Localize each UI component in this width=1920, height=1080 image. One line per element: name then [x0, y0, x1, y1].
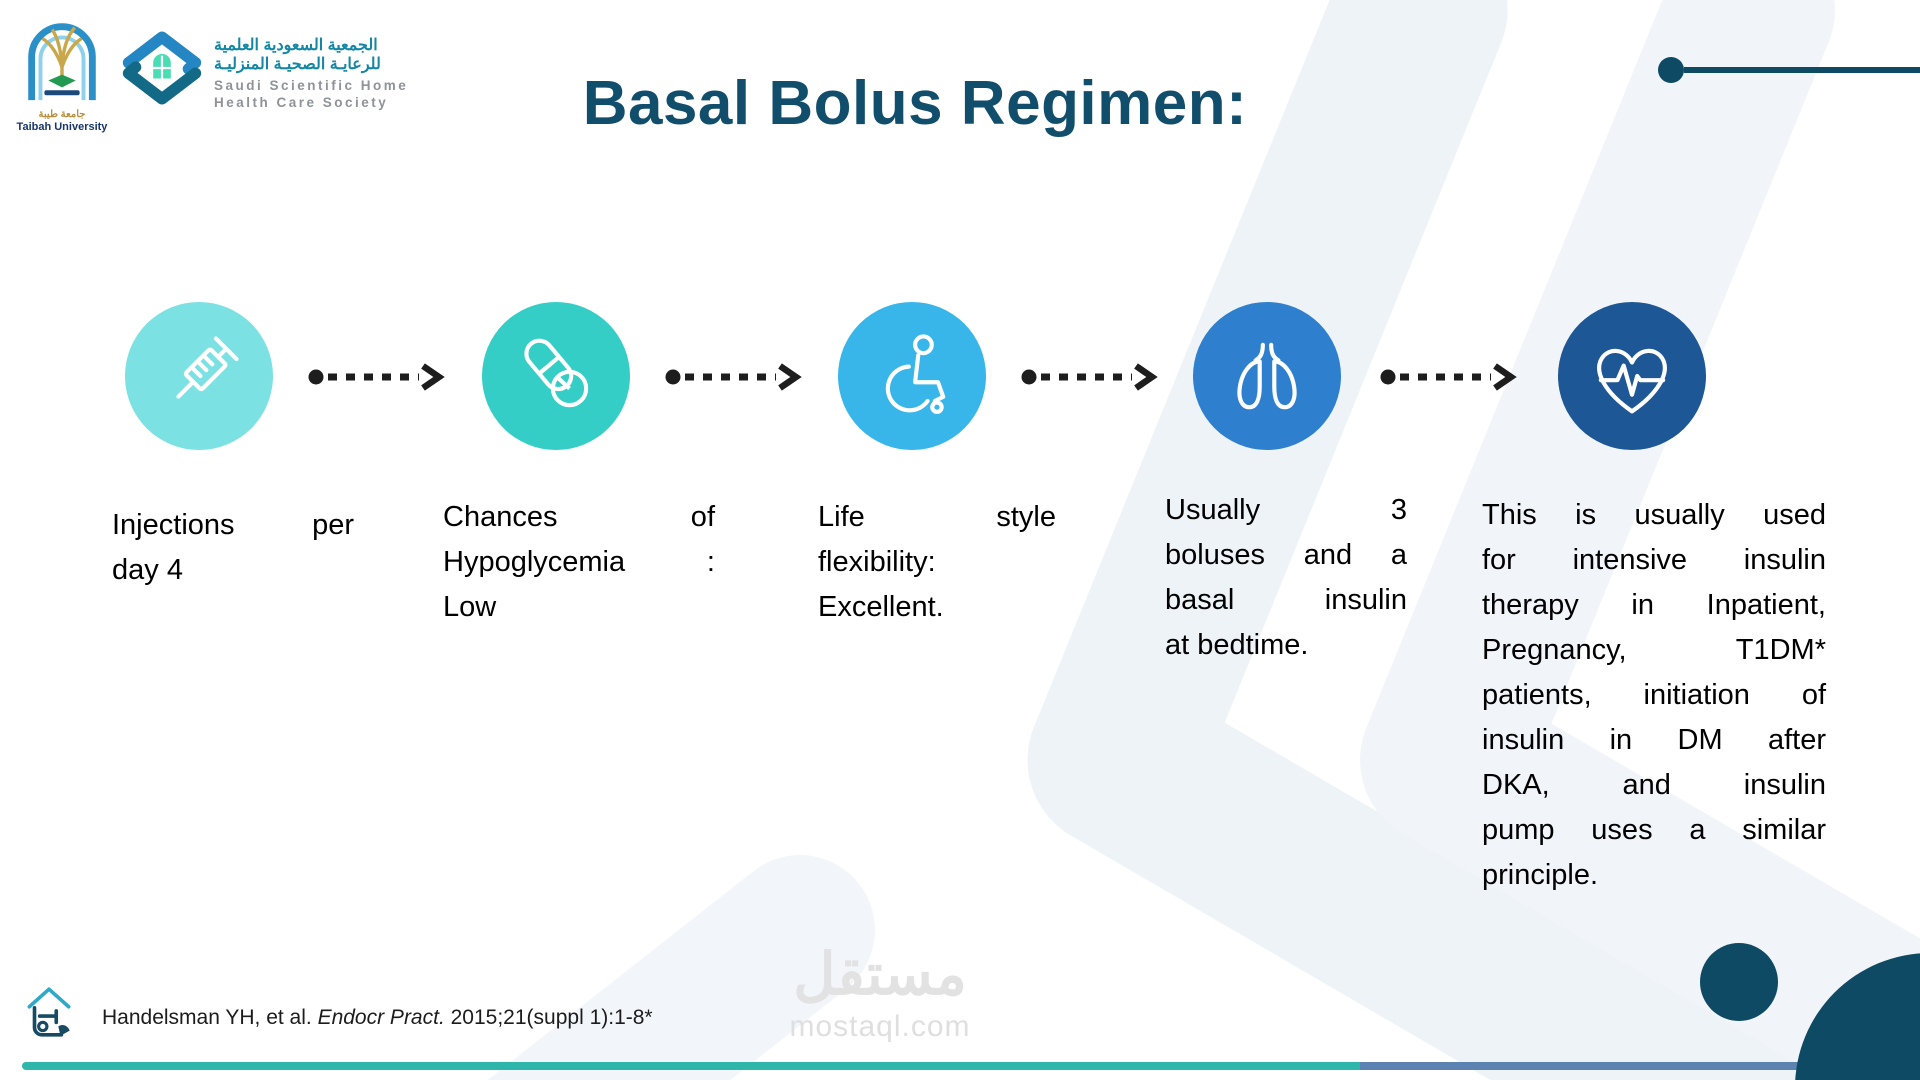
society-arabic-line2: للرعايـة الصحيـة المنزليـة: [214, 56, 381, 73]
step-text-hypoglycemia: Chances of Hypoglycemia : Low: [443, 495, 715, 630]
text-line: therapy in Inpatient,: [1482, 589, 1826, 621]
pills-icon: [524, 338, 589, 408]
bottom-bar-teal: [22, 1062, 1360, 1070]
text-line: Excellent.: [818, 591, 944, 623]
corner-circle-large-decor: [1795, 953, 1920, 1080]
citation-prefix: Handelsman YH, et al.: [102, 1006, 318, 1029]
society-arabic-line1: الجمعية السعودية العلمية: [214, 37, 378, 54]
text-line: pump uses a similar: [1482, 814, 1826, 846]
text-line: boluses and a: [1165, 539, 1407, 571]
step-text-intensive-therapy: This is usually used for intensive insuli…: [1482, 493, 1826, 898]
text-line: DKA, and insulin: [1482, 769, 1826, 801]
taibah-university-logo: جامعة طيبة Taibah University: [14, 10, 110, 134]
step-circle-boluses: [1193, 302, 1341, 450]
home-care-icon: [27, 987, 71, 1037]
top-right-dot-decor: [1658, 57, 1684, 83]
dotted-arrow: [1380, 363, 1517, 391]
taibah-arabic-text: جامعة طيبة: [38, 109, 86, 120]
citation: Handelsman YH, et al. Endocr Pract. 2015…: [102, 1006, 653, 1030]
text-line: Injections per: [112, 509, 354, 541]
society-english-line2: Health Care Society: [214, 95, 389, 110]
wheelchair-icon: [885, 334, 946, 414]
text-line: for intensive insulin: [1482, 544, 1826, 576]
text-line: This is usually used: [1482, 499, 1826, 531]
step-text-injections: Injections per day 4: [112, 503, 354, 593]
heart-pulse-icon: [1597, 348, 1667, 414]
text-line: Usually 3: [1165, 494, 1407, 526]
lungs-icon: [1237, 342, 1297, 410]
citation-suffix: 2015;21(suppl 1):1-8*: [444, 1006, 653, 1029]
dotted-arrow: [665, 363, 802, 391]
step-circle-flexibility: [838, 302, 986, 450]
citation-journal: Endocr Pract.: [317, 1006, 445, 1029]
text-line: insulin in DM after: [1482, 724, 1826, 756]
taibah-name-text: Taibah University: [16, 121, 108, 133]
text-line: principle.: [1482, 859, 1599, 891]
text-line: Chances of: [443, 501, 715, 533]
taibah-emblem-icon: [28, 23, 96, 101]
step-circle-injections: [125, 302, 273, 450]
syringe-icon: [176, 336, 239, 399]
watermark-domain: mostaql.com: [789, 1010, 971, 1043]
step-text-boluses: Usually 3 boluses and a basal insulin at be…: [1165, 488, 1407, 668]
page-title: Basal Bolus Regimen:: [582, 69, 1248, 138]
step-text-flexibility: Life style flexibility: Excellent.: [818, 495, 1056, 630]
text-line: flexibility:: [818, 546, 936, 578]
text-line: Low: [443, 591, 497, 623]
watermark: مستقل mostaql.com: [770, 944, 990, 1044]
dotted-arrow: [308, 363, 445, 391]
corner-circle-small-decor: [1700, 943, 1778, 1021]
step-circle-hypoglycemia: [482, 302, 630, 450]
text-line: Pregnancy, T1DM*: [1482, 634, 1826, 666]
text-line: patients, initiation of: [1482, 679, 1826, 711]
top-right-line-decor: [1684, 67, 1920, 73]
text-line: at bedtime.: [1165, 629, 1309, 661]
society-english-line1: Saudi Scientific Home: [214, 78, 409, 93]
text-line: Hypoglycemia :: [443, 546, 715, 578]
society-hands-icon: [122, 31, 202, 105]
watermark-arabic: مستقل: [793, 942, 967, 1007]
text-line: basal insulin: [1165, 584, 1407, 616]
text-line: Life style: [818, 501, 1056, 533]
bottom-bar-blue: [1360, 1062, 1920, 1070]
dotted-arrow: [1021, 363, 1158, 391]
text-line: day 4: [112, 554, 183, 586]
step-circle-intensive-therapy: [1558, 302, 1706, 450]
